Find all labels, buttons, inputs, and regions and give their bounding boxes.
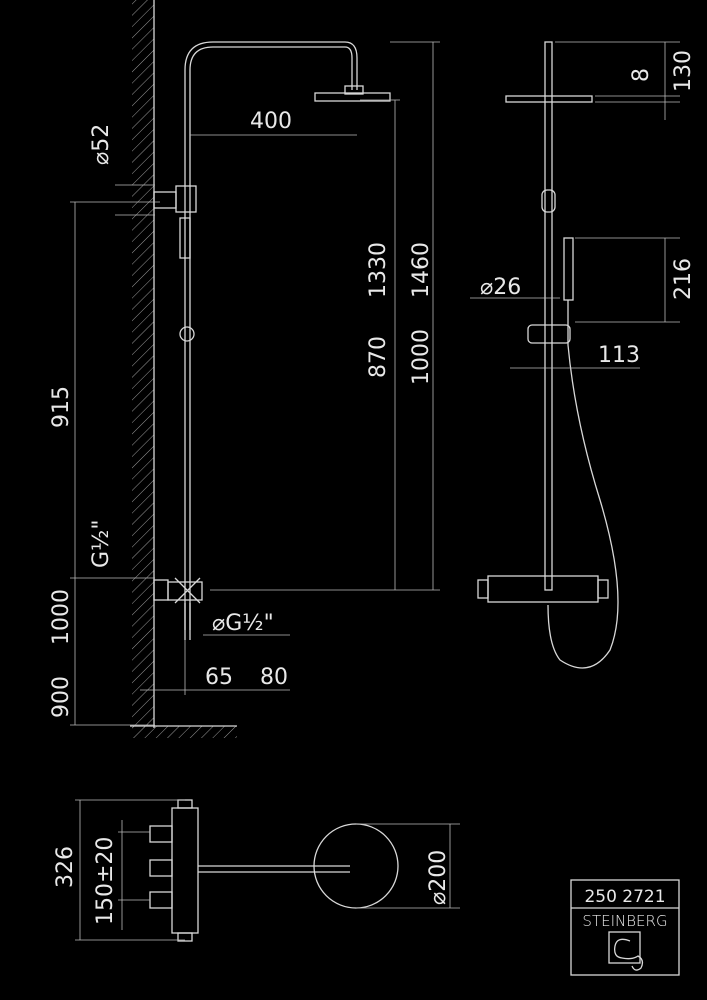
steinberg-logo-icon bbox=[608, 931, 644, 971]
dim-head-870: 870 bbox=[366, 336, 391, 378]
side-view: 400 ⌀52 915 G½" 1000 900 1330 1460 870 1… bbox=[49, 0, 440, 738]
front-riser bbox=[544, 41, 553, 591]
dim-head-diameter: ⌀200 bbox=[426, 850, 451, 905]
front-shower-head bbox=[505, 95, 593, 103]
dim-head-1000: 1000 bbox=[409, 329, 434, 385]
dim-head-1330: 1330 bbox=[366, 242, 391, 298]
front-mixer bbox=[487, 575, 599, 603]
shower-head bbox=[314, 92, 391, 102]
wall-hatch bbox=[132, 0, 154, 728]
dim-offset-80: 80 bbox=[260, 665, 288, 690]
dim-bracket-height: 915 bbox=[49, 386, 74, 428]
hose bbox=[547, 300, 619, 669]
dim-outlet: ⌀G½" bbox=[212, 611, 274, 636]
title-block: 250 2721 STEINBERG bbox=[570, 879, 680, 976]
dim-total: 326 bbox=[53, 846, 78, 888]
article-number: 250 2721 bbox=[584, 887, 665, 907]
plan-view: 326 150±20 ⌀200 bbox=[53, 799, 460, 942]
dim-hand-diameter: ⌀26 bbox=[480, 275, 521, 300]
plan-mixer bbox=[171, 807, 199, 934]
dim-head-thickness: 8 bbox=[629, 68, 654, 82]
wall-bracket bbox=[175, 185, 197, 213]
dim-inlet-height-900: 900 bbox=[49, 676, 74, 718]
dim-offset-65: 65 bbox=[205, 665, 233, 690]
brand-name: STEINBERG bbox=[582, 912, 667, 930]
mixer bbox=[167, 581, 203, 601]
dim-hand-shower: 216 bbox=[671, 258, 696, 300]
hand-shower bbox=[563, 237, 574, 301]
dim-centers: 150±20 bbox=[93, 837, 118, 925]
dim-top: 130 bbox=[671, 50, 696, 92]
dim-wall-flange: ⌀52 bbox=[89, 124, 114, 165]
dim-arm-length: 400 bbox=[250, 109, 292, 134]
dim-inlet-height-1000: 1000 bbox=[49, 589, 74, 645]
slider bbox=[179, 326, 195, 342]
dim-head-1460: 1460 bbox=[409, 242, 434, 298]
front-view: 130 8 216 ⌀26 113 bbox=[470, 41, 696, 669]
floor-hatch bbox=[132, 726, 237, 738]
dim-inlet: G½" bbox=[89, 520, 114, 569]
riser-pipe bbox=[184, 41, 358, 630]
dim-width: 113 bbox=[598, 343, 640, 368]
